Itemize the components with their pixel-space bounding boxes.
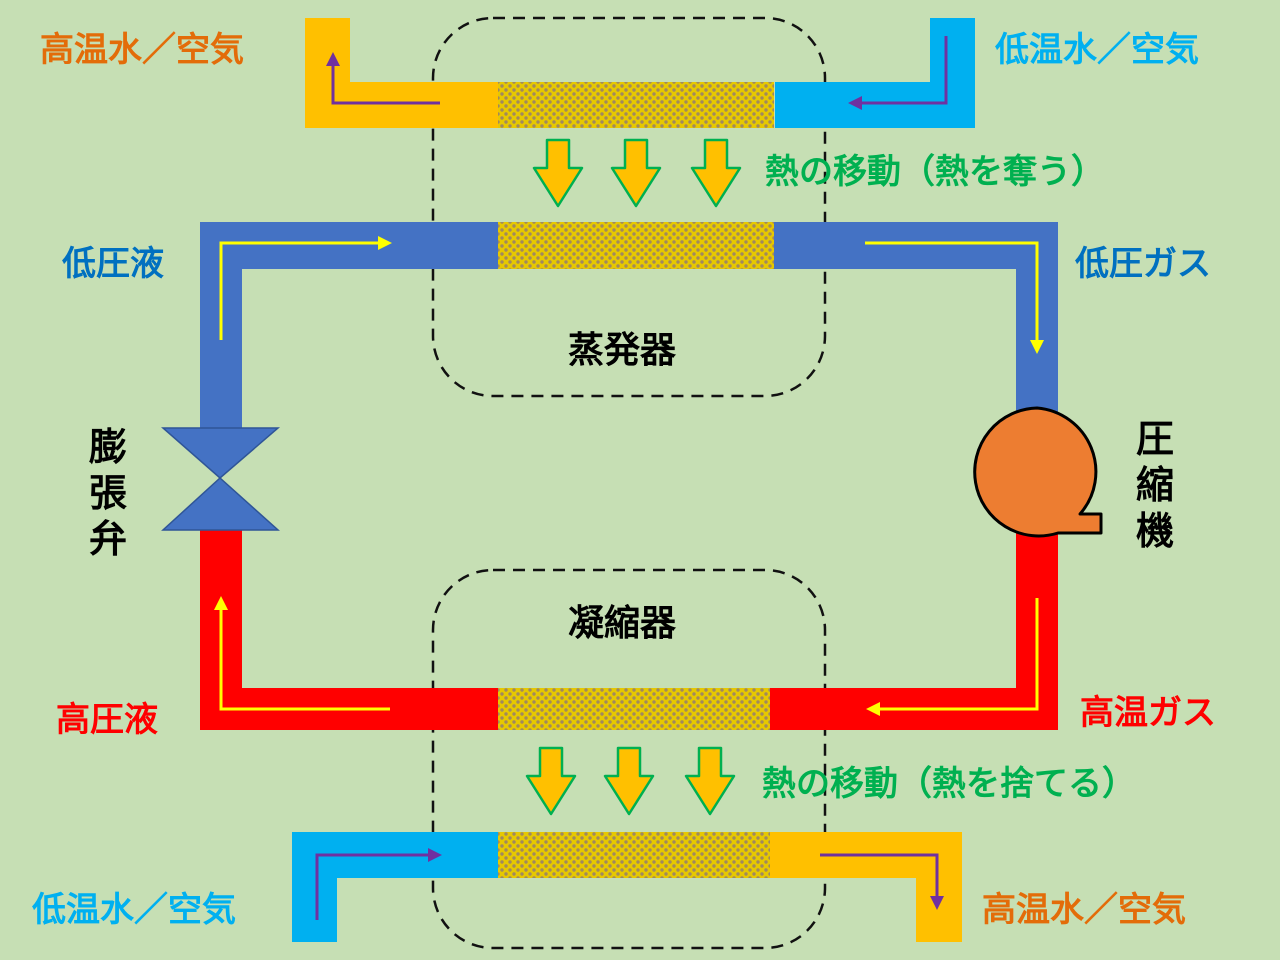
- evap-heat-arrow-3: [690, 138, 742, 208]
- high-temp-gas-label: 高温ガス: [1080, 693, 1216, 733]
- evap-inlet-label: 低温水／空気: [995, 30, 1199, 70]
- cond-heat-label: 熱の移動（熱を捨てる）: [762, 764, 1136, 804]
- compressor-label: 圧縮機: [1136, 417, 1174, 553]
- evap-fluid-arrowhead-in: [848, 96, 862, 110]
- lp-liquid-pipe-top: [200, 222, 498, 269]
- evaporator-fluid-path: [305, 18, 975, 128]
- evaporator-exchanger: [498, 222, 774, 269]
- heat-transfer-arrows: [525, 138, 742, 816]
- evap-outlet-pipe: [305, 82, 500, 128]
- cond-inlet-label: 低温水／空気: [32, 890, 236, 930]
- evap-outlet-label: 高温水／空気: [40, 30, 244, 70]
- cond-fluid-exchanger: [498, 832, 770, 878]
- cond-heat-arrow-3: [684, 746, 736, 816]
- cond-heat-arrow-2: [603, 746, 655, 816]
- lp-liquid-flow-arrow: [219, 241, 378, 340]
- compressor-icon: [973, 406, 1103, 538]
- evap-fluid-arrow-in: [858, 36, 948, 105]
- evap-heat-arrow-1: [532, 138, 584, 208]
- evap-fluid-exchanger: [498, 82, 774, 128]
- evap-heat-label: 熱の移動（熱を奪う）: [765, 152, 1105, 192]
- low-pressure-gas-label: 低圧ガス: [1075, 244, 1211, 284]
- lp-gas-flow-arrowhead: [1030, 340, 1044, 354]
- high-pressure-line: [200, 530, 1058, 730]
- evap-heat-arrow-2: [610, 138, 662, 208]
- hp-liquid-flow-arrowhead: [214, 596, 228, 610]
- hp-gas-flow-arrowhead: [866, 702, 880, 716]
- hp-gas-flow-arrow: [880, 598, 1039, 711]
- cond-fluid-arrowhead-out: [930, 896, 944, 910]
- high-pressure-liquid-label: 高圧液: [56, 700, 158, 740]
- low-pressure-line: [200, 222, 1058, 437]
- evap-inlet-pipe: [775, 82, 975, 128]
- condenser-fluid-path: [292, 832, 962, 942]
- cond-fluid-arrowhead-in: [428, 848, 442, 862]
- lp-gas-flow-arrow: [865, 241, 1039, 340]
- lp-liquid-flow-arrowhead: [378, 236, 392, 250]
- cond-outlet-label: 高温水／空気: [982, 890, 1186, 930]
- cond-fluid-arrow-in: [315, 853, 430, 920]
- expansion-valve-icon: [161, 427, 281, 531]
- condenser-label: 凝縮器: [568, 603, 677, 644]
- evap-fluid-arrowhead-out: [326, 52, 340, 66]
- evap-fluid-arrow-out: [331, 60, 440, 105]
- lp-gas-pipe-top: [774, 222, 1058, 269]
- cond-fluid-arrow-out: [820, 853, 939, 898]
- hp-liquid-flow-arrow: [219, 610, 390, 711]
- condenser-exchanger: [498, 688, 770, 730]
- expansion-valve-label: 膨張弁: [89, 425, 127, 561]
- low-pressure-liquid-label: 低圧液: [62, 244, 164, 284]
- cond-heat-arrow-1: [525, 746, 577, 816]
- evaporator-label: 蒸発器: [568, 330, 677, 371]
